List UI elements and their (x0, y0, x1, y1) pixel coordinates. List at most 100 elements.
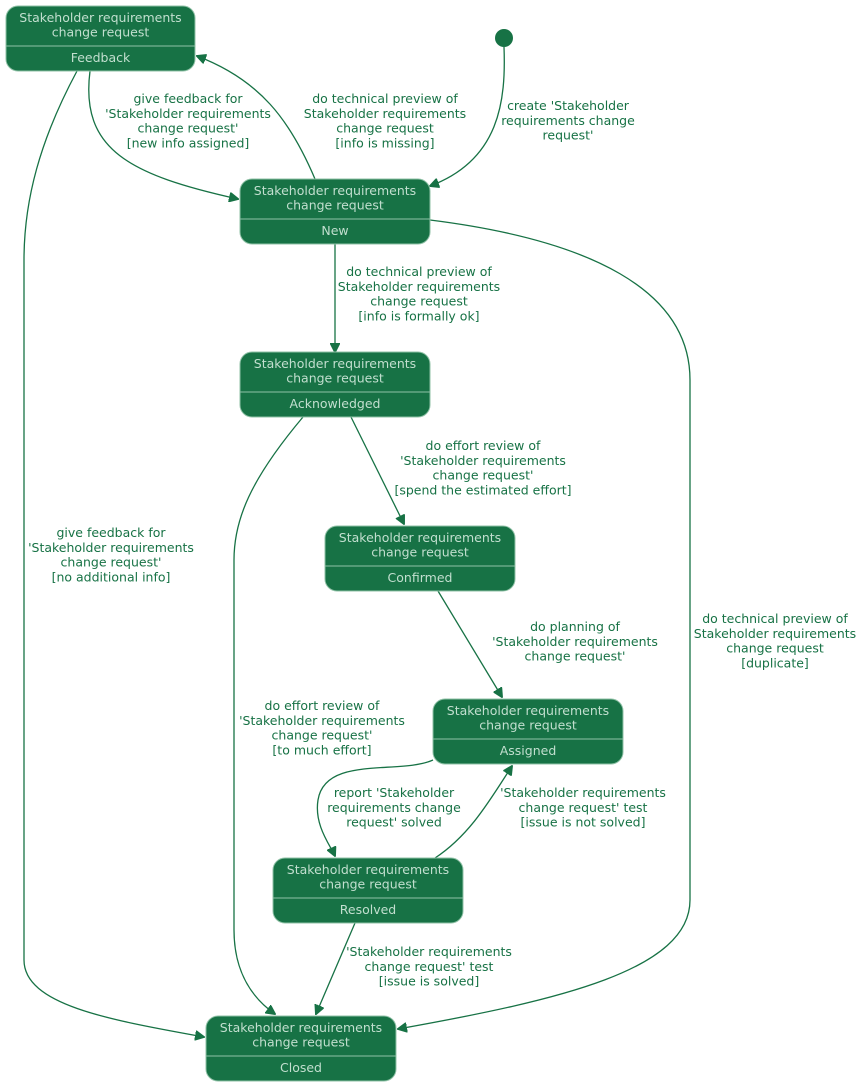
state-box (239, 351, 431, 418)
transition-label-line: do technical preview of (346, 264, 492, 279)
transition-label-line: Stakeholder requirements (304, 106, 466, 121)
state-title: change request (286, 198, 384, 213)
transition-label-line: 'Stakeholder requirements (400, 453, 566, 468)
transition-label-line: give feedback for (56, 525, 166, 540)
transition-new-to-feedback (197, 56, 316, 180)
transition-label-feedback-to-new: give feedback for'Stakeholder requiremen… (105, 91, 271, 150)
transition-label-line: 'Stakeholder requirements (105, 106, 271, 121)
transition-acknowledged-to-closed (233, 416, 304, 1014)
state-box (432, 698, 624, 765)
state-title: Stakeholder requirements (19, 10, 181, 25)
transition-label-line: [info is missing] (335, 135, 434, 150)
state-box (324, 525, 516, 592)
transition-label-line: 'Stakeholder requirements (492, 634, 658, 649)
transition-label-line: [to much effort] (272, 742, 371, 757)
state-box (239, 178, 431, 245)
transition-label-line: 'Stakeholder requirements (346, 944, 512, 959)
transition-resolved-to-closed (316, 922, 356, 1014)
transition-label-line: give feedback for (133, 91, 243, 106)
transition-label-line: do effort review of (426, 438, 541, 453)
state-box (5, 5, 196, 72)
transition-assigned-to-resolved (316, 759, 434, 856)
transition-label-line: do technical preview of (702, 611, 848, 626)
transition-label-line: do effort review of (265, 698, 380, 713)
state-name: Closed (280, 1060, 322, 1075)
state-title: Stakeholder requirements (254, 183, 416, 198)
state-title: change request (371, 545, 469, 560)
transition-label-line: [spend the estimated effort] (394, 482, 571, 497)
transition-label-line: change request (370, 294, 468, 309)
transition-label-line: requirements change (501, 113, 635, 128)
transition-label-line: 'Stakeholder requirements (500, 785, 666, 800)
transition-label-line: request' (543, 128, 594, 143)
transition-label-line: change request' (525, 649, 626, 664)
transition-label-line: requirements change (327, 800, 461, 815)
state-title: Stakeholder requirements (254, 356, 416, 371)
transition-label-line: 'Stakeholder requirements (239, 713, 405, 728)
state-box (272, 857, 464, 924)
state-title: change request (52, 25, 150, 40)
state-name: Resolved (340, 902, 396, 917)
transition-acknowledged-to-confirmed (350, 416, 404, 524)
transition-label-acknowledged-to-closed: do effort review of'Stakeholder requirem… (239, 698, 405, 757)
transition-label-line: 'Stakeholder requirements (28, 540, 194, 555)
transition-label-line: [info is formally ok] (358, 308, 479, 323)
transition-label-line: change request' (138, 121, 239, 136)
transition-label-line: report 'Stakeholder (334, 785, 455, 800)
transition-label-line: change request (336, 121, 434, 136)
transition-label-line: [new info assigned] (127, 135, 250, 150)
transition-label-line: do technical preview of (312, 91, 458, 106)
state-title: change request (319, 877, 417, 892)
transition-label-line: create 'Stakeholder (507, 98, 630, 113)
state-box (205, 1015, 397, 1082)
transition-label-acknowledged-to-confirmed: do effort review of'Stakeholder requirem… (394, 438, 571, 497)
transition-feedback-to-closed (23, 70, 204, 1037)
state-title: Stakeholder requirements (220, 1020, 382, 1035)
state-name: Confirmed (388, 570, 453, 585)
transition-label-line: do planning of (530, 619, 620, 634)
transition-label-line: change request (726, 641, 824, 656)
state-title: Stakeholder requirements (287, 862, 449, 877)
transition-label-line: change request' (433, 468, 534, 483)
initial-state (495, 29, 513, 47)
state-title: Stakeholder requirements (447, 703, 609, 718)
transition-resolved-to-assigned (434, 766, 512, 859)
transition-label-line: [issue is not solved] (521, 815, 646, 830)
state-title: change request (479, 718, 577, 733)
state-name: Assigned (500, 743, 557, 758)
transition-label-line: request' solved (346, 815, 442, 830)
transition-confirmed-to-assigned (437, 590, 502, 697)
transition-label-line: [issue is solved] (379, 974, 479, 989)
transition-label-line: [no additional info] (52, 569, 171, 584)
transition-label-line: change request' test (365, 959, 494, 974)
state-name: Acknowledged (290, 396, 381, 411)
transition-start-to-new (430, 46, 505, 186)
transition-label-line: Stakeholder requirements (694, 626, 856, 641)
state-title: change request (252, 1035, 350, 1050)
transition-label-line: [duplicate] (741, 655, 809, 670)
transition-label-line: Stakeholder requirements (338, 279, 500, 294)
transition-label-line: change request' (272, 728, 373, 743)
state-title: Stakeholder requirements (339, 530, 501, 545)
transition-label-line: change request' test (519, 800, 648, 815)
transition-label-feedback-to-closed: give feedback for'Stakeholder requiremen… (28, 525, 194, 584)
transition-feedback-to-new (88, 70, 238, 199)
state-title: change request (286, 371, 384, 386)
transition-new-to-closed (398, 219, 691, 1029)
state-name: New (321, 223, 348, 238)
